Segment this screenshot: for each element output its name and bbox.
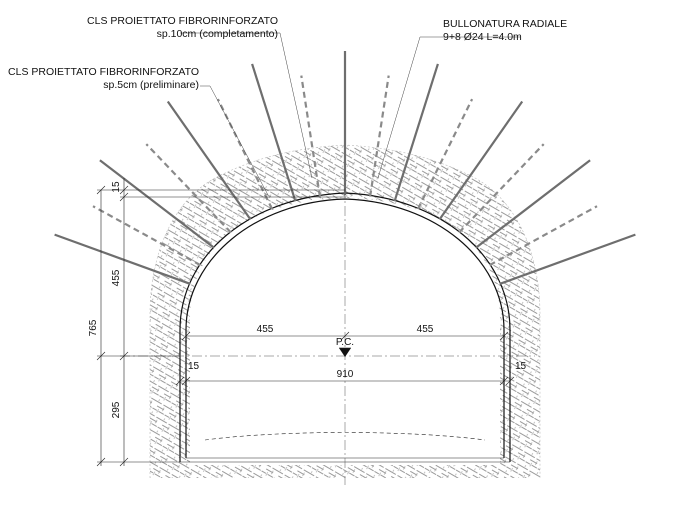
bolt-solid-7	[438, 100, 524, 221]
invert-line	[204, 432, 486, 441]
bolt-dashed-6	[417, 98, 474, 210]
half-span-dim-tick-r	[499, 331, 509, 341]
bolt-dashed-1	[92, 205, 201, 267]
full-span-tick-b	[181, 376, 191, 386]
bolt-solid-2	[99, 159, 215, 249]
tick-v3	[119, 351, 129, 361]
arch-rise-dim-label: 455	[111, 269, 122, 286]
shotcrete-final-sub: sp.10cm (completamento)	[157, 28, 278, 40]
top-lining-dim-label: 15	[111, 181, 122, 193]
bolting-title: BULLONATURA RADIALE	[443, 18, 567, 30]
total-height-dim-label: 765	[88, 319, 99, 336]
bolt-solid-1	[54, 233, 191, 285]
bolt-solid-3	[166, 100, 252, 221]
pc-label: P.C.	[336, 337, 354, 348]
side-right-label: 15	[515, 361, 527, 372]
tick-o1	[96, 185, 106, 195]
half-span-dim-tick-l	[181, 331, 191, 341]
full-span-tick-c	[499, 376, 509, 386]
bolt-dashed-7	[458, 143, 545, 234]
radial-bolts-dashed	[92, 75, 598, 267]
bolt-dashed-4	[300, 75, 321, 197]
bolt-solid-9	[499, 233, 636, 285]
tick-v2	[119, 192, 129, 202]
tick-v4	[119, 457, 129, 467]
half-span-right-label: 455	[417, 324, 434, 335]
full-span-label: 910	[337, 369, 354, 380]
tick-v1	[119, 185, 129, 195]
full-span-tick-a	[175, 376, 185, 386]
bolt-dashed-8	[489, 205, 598, 267]
leader-final-shotcrete	[180, 32, 313, 179]
shotcrete-final-title: CLS PROIETTATO FIBRORINFORZATO	[87, 15, 278, 27]
rock-mass	[150, 145, 540, 478]
leader-prelim-shotcrete	[200, 85, 269, 196]
bolt-solid-4	[251, 63, 297, 202]
tick-o3	[96, 351, 106, 361]
lining-inner	[185, 198, 505, 458]
shotcrete-prelim-sub: sp.5cm (preliminare)	[103, 79, 199, 91]
bolt-dashed-2	[145, 143, 232, 234]
bolt-solid-6	[393, 63, 439, 202]
full-span-tick-d	[505, 376, 515, 386]
bolt-dashed-5	[369, 75, 390, 197]
wall-height-dim-label: 295	[111, 401, 122, 418]
radial-bolts-solid	[54, 51, 636, 285]
leader-bolting	[377, 36, 520, 179]
shotcrete-prelim-title: CLS PROIETTATO FIBRORINFORZATO	[8, 66, 199, 78]
pc-marker-icon	[339, 348, 351, 357]
half-span-dim-tick-c	[340, 331, 350, 341]
half-span-left-label: 455	[257, 324, 274, 335]
bolt-solid-8	[475, 159, 591, 249]
side-left-label: 15	[188, 361, 200, 372]
tick-o2	[96, 457, 106, 467]
bolting-sub: 9+8 Ø24 L=4.0m	[443, 31, 522, 43]
